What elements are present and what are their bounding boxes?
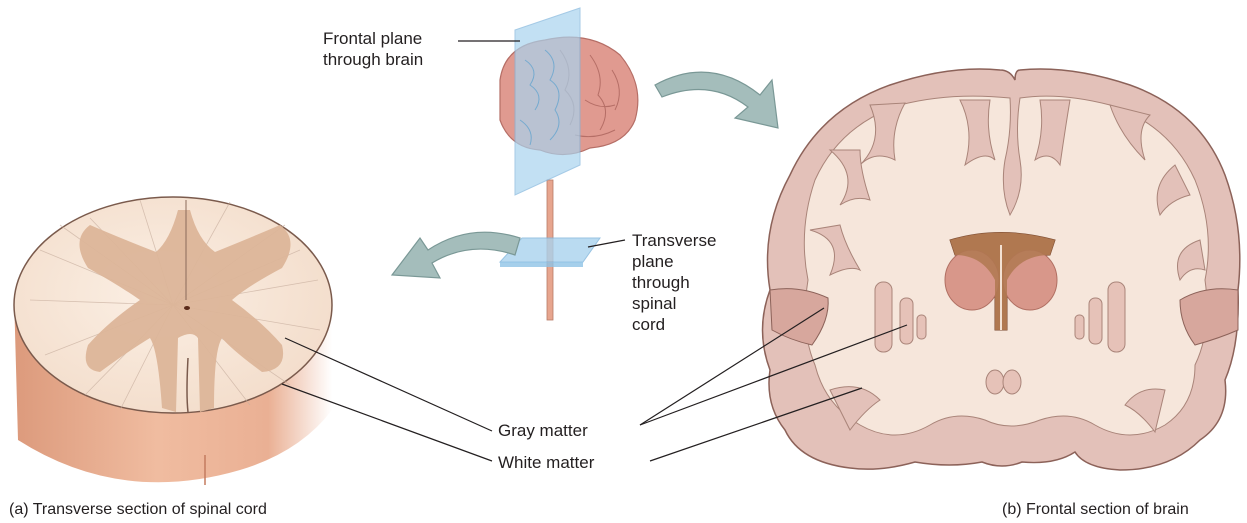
label-frontal-plane-line2: through brain [323, 49, 423, 70]
label-transverse-line3: through [632, 272, 716, 293]
arrow-to-brain-section [655, 72, 778, 128]
label-transverse-line4: spinal [632, 293, 716, 314]
label-white-matter: White matter [498, 452, 594, 473]
label-transverse-line5: cord [632, 314, 716, 335]
spinal-cord-section [14, 197, 332, 485]
caption-b: (b) Frontal section of brain [1002, 500, 1189, 520]
label-transverse-line2: plane [632, 251, 716, 272]
label-frontal-plane: Frontal plane through brain [323, 28, 423, 70]
label-gray-matter: Gray matter [498, 420, 588, 441]
arrow-to-spinal-section [392, 232, 520, 278]
label-transverse-plane: Transverse plane through spinal cord [632, 230, 716, 335]
frontal-plane [515, 8, 580, 195]
brain-frontal-section [763, 69, 1240, 470]
label-transverse-line1: Transverse [632, 230, 716, 251]
brain-with-planes [500, 8, 638, 320]
central-canal [184, 306, 190, 310]
label-frontal-plane-line1: Frontal plane [323, 28, 423, 49]
caption-a: (a) Transverse section of spinal cord [9, 500, 267, 520]
